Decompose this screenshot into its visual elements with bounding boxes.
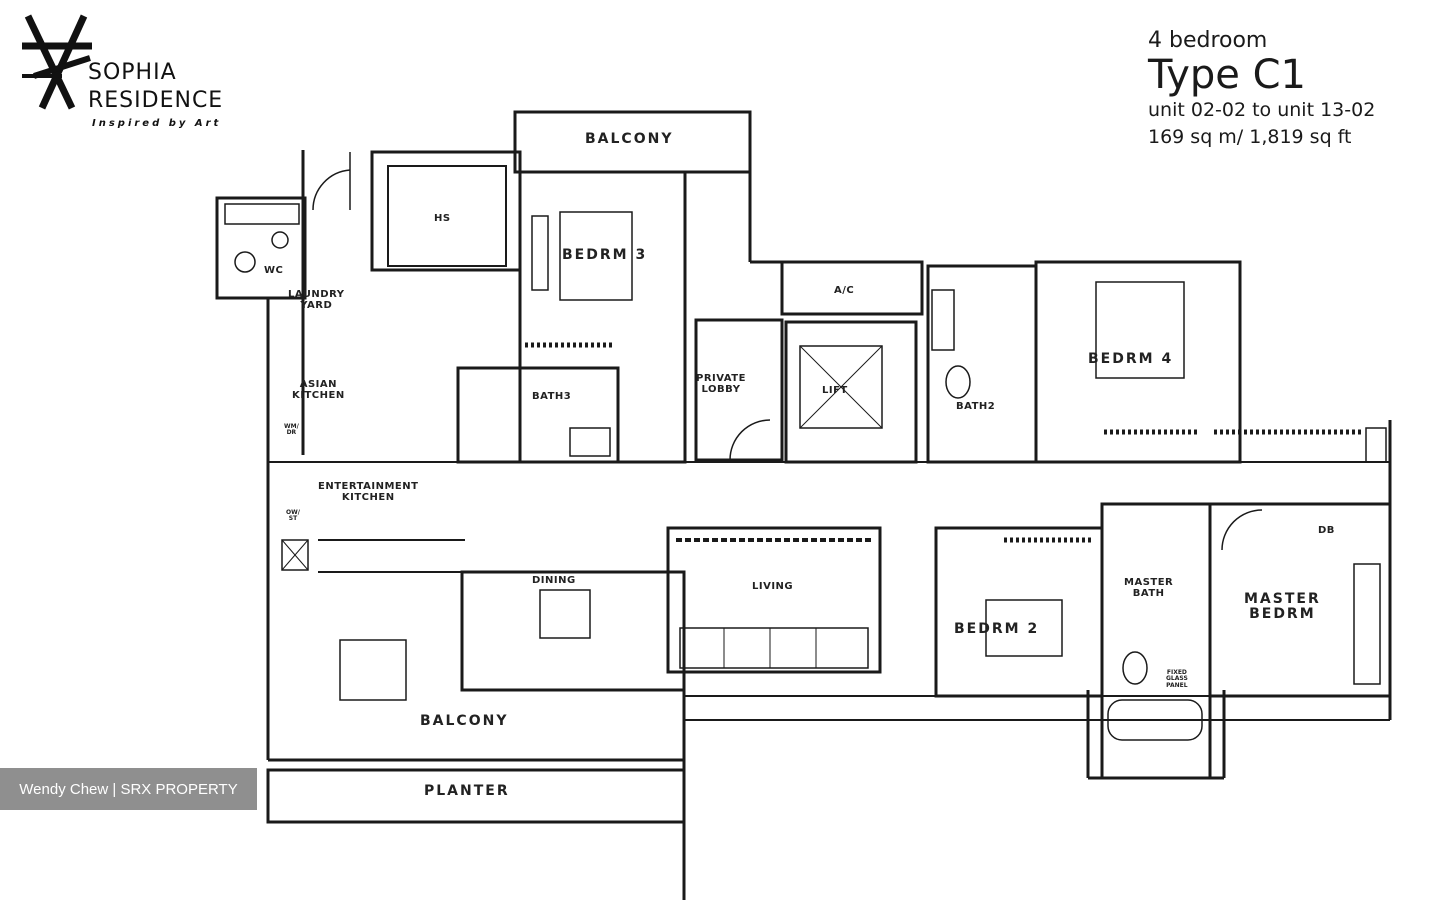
logo-mark-icon <box>22 14 92 110</box>
fixed-glass-panel-label: FIXED GLASS PANEL <box>1166 669 1188 689</box>
entertainment-kitchen-label: ENTERTAINMENT KITCHEN <box>318 481 419 503</box>
bedrm3-label: BEDRM 3 <box>562 247 648 263</box>
bath3-label: BATH3 <box>532 391 572 402</box>
bedrm2-outline <box>934 526 1104 698</box>
master-bath-label: MASTER BATH <box>1124 577 1174 599</box>
ac-outline <box>780 260 924 316</box>
wc-label: WC <box>264 265 284 276</box>
private-lobby-label: PRIVATE LOBBY <box>696 373 746 395</box>
unit-subtitle: 4 bedroom <box>1148 28 1268 53</box>
logo-line2: RESIDENCE <box>88 88 224 113</box>
ow-st-label: OW/ ST <box>286 509 300 523</box>
private-lobby-outline <box>694 318 784 462</box>
planter-outline <box>266 768 686 824</box>
bath2-outline <box>926 264 1038 464</box>
asian-kitchen-label: ASIAN KITCHEN <box>292 379 345 401</box>
dining-label: DINING <box>532 575 576 586</box>
unit-range: unit 02-02 to unit 13-02 <box>1148 99 1376 121</box>
db-label: DB <box>1318 525 1335 536</box>
balcony-top-label: BALCONY <box>585 131 674 147</box>
ac-label: A/C <box>834 285 855 296</box>
sophia-residence-logo: SOPHIA RESIDENCE Inspired by Art <box>22 8 282 138</box>
living-label: LIVING <box>752 581 794 592</box>
dining-outline <box>460 570 686 692</box>
lift-label: LIFT <box>822 385 848 396</box>
dining-table <box>339 639 407 701</box>
logo-tagline: Inspired by Art <box>92 118 222 129</box>
unit-type-title: Type C1 <box>1148 52 1306 98</box>
lift-outline <box>784 320 918 464</box>
hs-inner <box>387 165 507 267</box>
laundry-yard-label: LAUNDRY YARD <box>288 289 345 311</box>
planter-label: PLANTER <box>424 783 510 799</box>
bath2-label: BATH2 <box>956 401 996 412</box>
bedrm2-label: BEDRM 2 <box>954 621 1040 637</box>
logo-line1: SOPHIA <box>88 60 177 85</box>
living-outline <box>666 526 882 674</box>
unit-area: 169 sq m/ 1,819 sq ft <box>1148 125 1352 148</box>
bath3-outline <box>456 366 620 464</box>
unit-title-block: 4 bedroom Type C1 unit 02-02 to unit 13-… <box>1148 28 1375 150</box>
wm-dr-label: WM/ DR <box>284 423 299 437</box>
watermark: Wendy Chew | SRX PROPERTY <box>0 768 257 810</box>
hs-outline <box>370 150 522 272</box>
master-bath-outline <box>1100 502 1212 780</box>
hs-label: HS <box>434 213 451 224</box>
master-bedrm-label: MASTER BEDRM <box>1244 591 1321 622</box>
wc-outline <box>215 196 307 300</box>
balcony-bottom-label: BALCONY <box>420 713 509 729</box>
bedrm4-label: BEDRM 4 <box>1088 351 1174 367</box>
